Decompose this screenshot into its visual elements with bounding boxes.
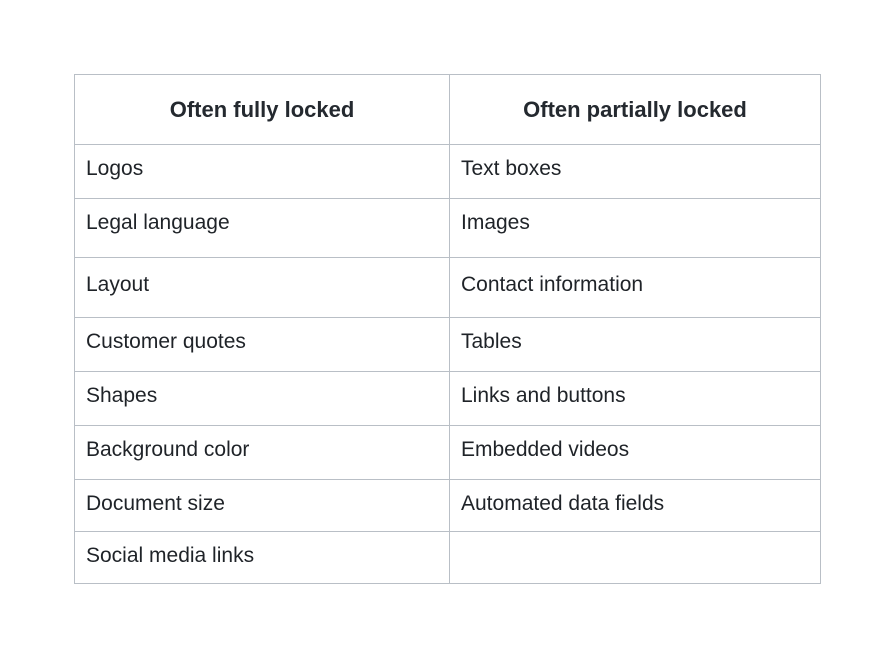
fully-locked-cell: Customer quotes (74, 317, 450, 372)
partially-locked-cell: Text boxes (449, 144, 821, 199)
table-row: Background color Embedded videos (74, 425, 821, 480)
fully-locked-cell: Social media links (74, 531, 450, 584)
partially-locked-cell: Contact information (449, 257, 821, 318)
table-row: Document size Automated data fields (74, 479, 821, 532)
partially-locked-cell: Embedded videos (449, 425, 821, 480)
table-row: Shapes Links and buttons (74, 371, 821, 426)
fully-locked-cell: Legal language (74, 198, 450, 258)
partially-locked-cell: Images (449, 198, 821, 258)
fully-locked-cell: Logos (74, 144, 450, 199)
table-row: Logos Text boxes (74, 144, 821, 199)
table-row: Social media links (74, 531, 821, 584)
partially-locked-cell: Tables (449, 317, 821, 372)
table-body: Logos Text boxes Legal language Images L… (74, 144, 821, 584)
fully-locked-cell: Layout (74, 257, 450, 318)
partially-locked-cell: Links and buttons (449, 371, 821, 426)
fully-locked-cell: Background color (74, 425, 450, 480)
fully-locked-cell: Shapes (74, 371, 450, 426)
header-fully-locked: Often fully locked (74, 74, 450, 145)
table-header: Often fully locked Often partially locke… (74, 74, 821, 145)
partially-locked-cell: Automated data fields (449, 479, 821, 532)
partially-locked-cell-empty (449, 531, 821, 584)
table-row: Customer quotes Tables (74, 317, 821, 372)
table-row: Layout Contact information (74, 257, 821, 318)
header-partially-locked: Often partially locked (449, 74, 821, 145)
fully-locked-cell: Document size (74, 479, 450, 532)
locking-table: Often fully locked Often partially locke… (74, 74, 821, 584)
table-row: Legal language Images (74, 198, 821, 258)
header-row: Often fully locked Often partially locke… (74, 74, 821, 145)
